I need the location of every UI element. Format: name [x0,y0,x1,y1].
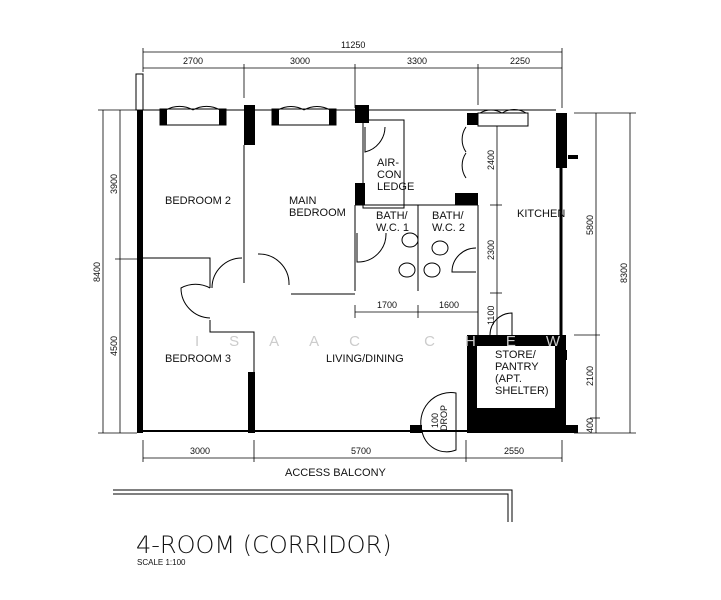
doors [180,126,513,453]
dim-top-2: 3000 [290,56,310,66]
windows [159,105,529,127]
dimension-labels: 11250 2700 3000 3300 2250 3000 5700 2550… [92,40,629,456]
dim-top-1: 2700 [183,56,203,66]
room-main-bedroom-1: MAIN [289,195,317,207]
dim-left-1: 3900 [109,174,119,194]
room-bath2-2: W.C. 2 [432,222,465,234]
room-main-bedroom-2: BEDROOM [289,207,346,219]
dim-bottom-2: 5700 [351,446,371,456]
drop-size: 100 [430,413,440,428]
dim-right-2: 2100 [585,366,595,386]
dim-bath-1: 1700 [377,300,397,310]
access-balcony-label: ACCESS BALCONY [285,467,387,479]
room-store-3: (APT. [495,373,522,385]
room-store-1: STORE/ [495,349,537,361]
room-bedroom-3: BEDROOM 3 [165,353,231,365]
plan-scale: SCALE 1:100 [137,558,186,567]
room-bedroom-2: BEDROOM 2 [165,195,231,207]
dim-right-total: 8300 [619,263,629,283]
dim-right-1: 5800 [585,215,595,235]
dimension-lines [98,48,636,462]
dim-right-3: 400 [585,418,595,433]
dim-bottom-3: 2550 [504,446,524,456]
dim-top-3: 3300 [407,56,427,66]
dim-bottom-1: 3000 [190,446,210,456]
room-bath1-1: BATH/ [376,210,409,222]
watermark: ISAAC CHEW [195,333,590,350]
room-bath1-2: W.C. 1 [376,222,409,234]
dim-kitchen-2: 2300 [486,240,496,260]
room-store-4: SHELTER) [495,385,549,397]
dim-kitchen-3: 1100 [486,306,496,325]
room-aircon-2: CON [377,169,402,181]
room-living-dining: LIVING/DINING [326,353,404,365]
room-store-2: PANTRY [495,361,539,373]
drop-label: DROP [439,405,449,431]
dim-top-4: 2250 [510,56,530,66]
plan-title: 4-ROOM (CORRIDOR) [136,531,392,559]
room-kitchen: KITCHEN [517,208,565,220]
dim-bath-2: 1600 [439,300,459,310]
corridor-edge [113,489,513,522]
room-labels: BEDROOM 2 MAIN BEDROOM AIR- CON LEDGE BA… [165,157,565,479]
dim-kitchen-1: 2400 [486,150,496,170]
room-bath2-1: BATH/ [432,210,465,222]
room-aircon-1: AIR- [377,157,399,169]
dim-left-total: 8400 [92,262,102,282]
room-aircon-3: LEDGE [377,181,414,193]
dim-left-2: 4500 [109,336,119,356]
dim-top-total: 11250 [341,40,365,50]
walls [135,73,578,433]
